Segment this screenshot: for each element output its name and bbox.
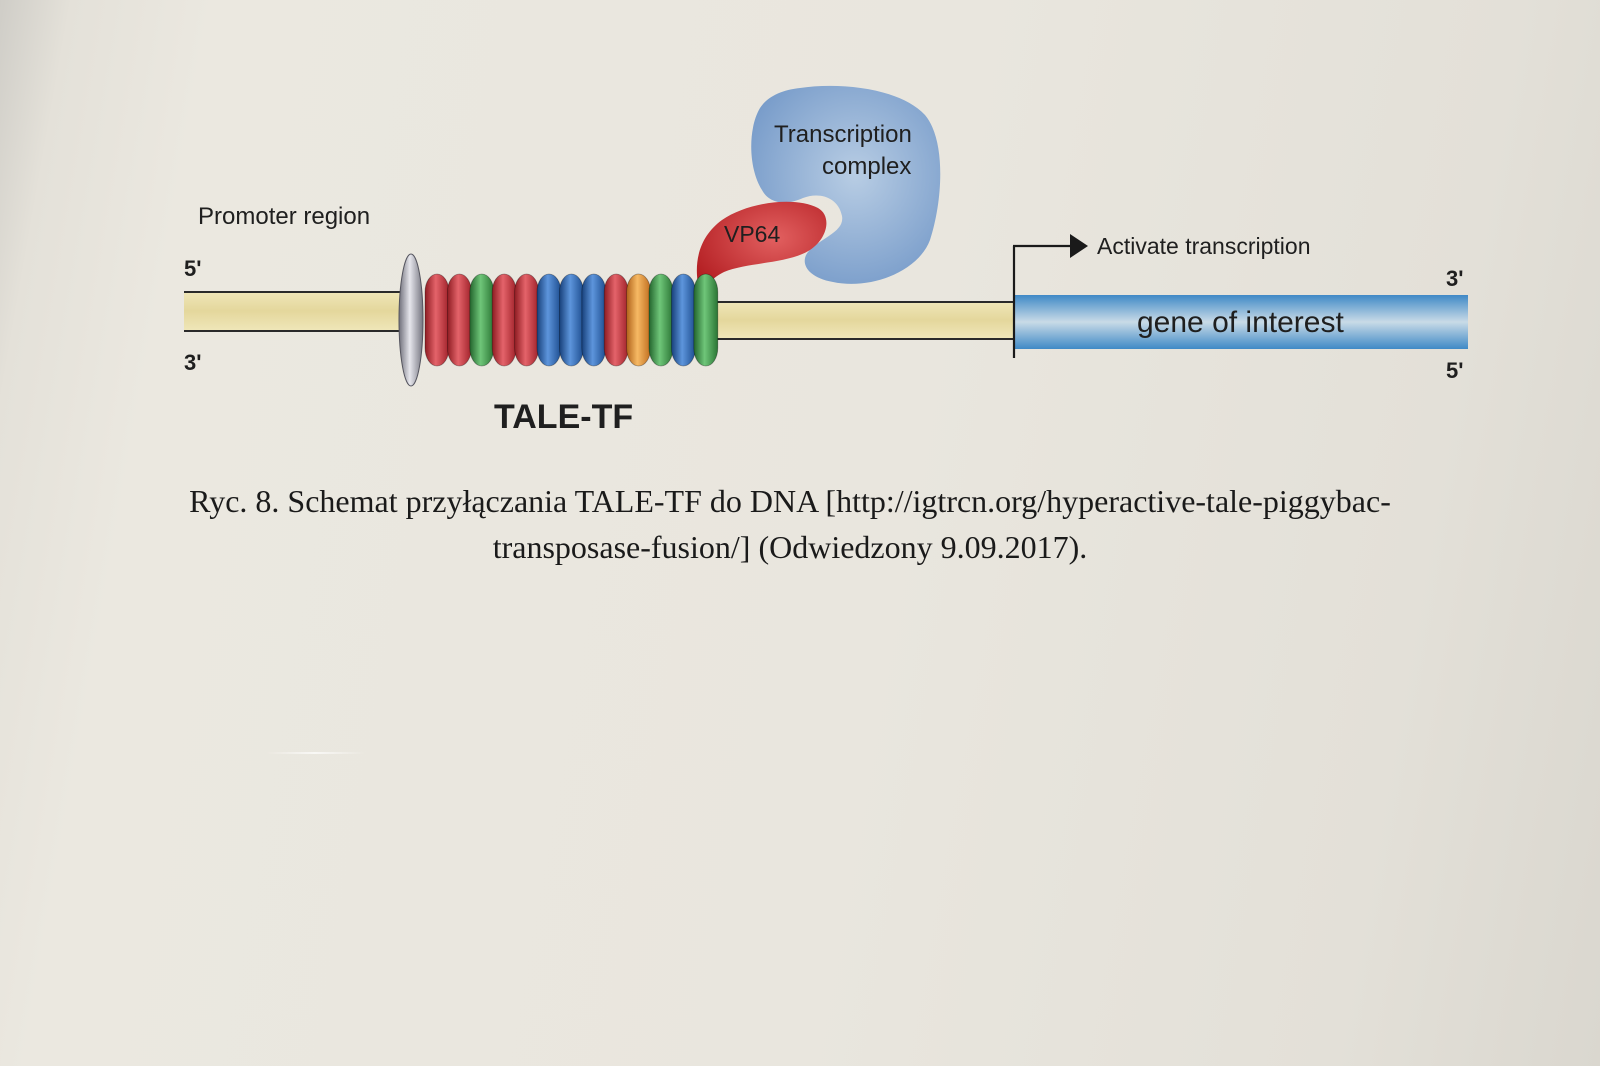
paper-crease xyxy=(265,752,365,754)
tale-repeat-domain xyxy=(424,273,719,367)
dna-middle-segment xyxy=(700,302,1014,338)
gene-of-interest-label: gene of interest xyxy=(1137,306,1344,339)
tale-repeat-red xyxy=(446,273,472,367)
transcription-complex-label-1: Transcription xyxy=(774,121,912,148)
tale-repeat-red xyxy=(514,273,539,367)
tale-tf-diagram: Promoter region 5' 3' 3' 5' TALE-TF VP64… xyxy=(184,85,1468,436)
vp64-shape xyxy=(696,201,827,292)
tale-repeat-red xyxy=(603,273,629,367)
gene-of-interest-segment xyxy=(1014,295,1468,349)
strand-3prime-top-right: 3' xyxy=(1446,266,1463,291)
caption-line-2: transposase-fusion/] (Odwiedzony 9.09.20… xyxy=(492,529,1088,565)
tale-repeat-blue xyxy=(559,273,584,367)
strand-5prime-top-left: 5' xyxy=(184,256,201,281)
figure-caption: Ryc. 8. Schemat przyłączania TALE-TF do … xyxy=(90,478,1490,570)
promoter-region-label: Promoter region xyxy=(198,203,370,230)
tale-repeat-green xyxy=(648,273,674,367)
tss-arrow-head-icon xyxy=(1070,234,1088,258)
tale-n-terminal-cap xyxy=(398,253,424,387)
tale-repeat-blue xyxy=(536,273,562,367)
transcription-complex-shape xyxy=(751,85,941,284)
activate-transcription-label: Activate transcription xyxy=(1097,233,1310,259)
tale-repeat-orange xyxy=(626,273,651,367)
tale-repeat-blue xyxy=(671,273,696,367)
strand-3prime-bottom-left: 3' xyxy=(184,350,201,375)
strand-5prime-bottom-right: 5' xyxy=(1446,358,1463,383)
tale-repeat-red xyxy=(491,273,517,367)
vp64-label: VP64 xyxy=(724,221,780,247)
tale-repeat-red xyxy=(424,273,450,367)
dna-promoter-segment xyxy=(184,292,406,330)
transcription-complex-label-2: complex xyxy=(822,153,911,180)
tale-repeat-blue xyxy=(581,273,607,367)
tale-repeat-green xyxy=(469,273,495,367)
caption-line-1: Ryc. 8. Schemat przyłączania TALE-TF do … xyxy=(189,483,1391,519)
tale-repeat-green xyxy=(693,273,719,367)
tale-tf-label: TALE-TF xyxy=(494,398,633,436)
